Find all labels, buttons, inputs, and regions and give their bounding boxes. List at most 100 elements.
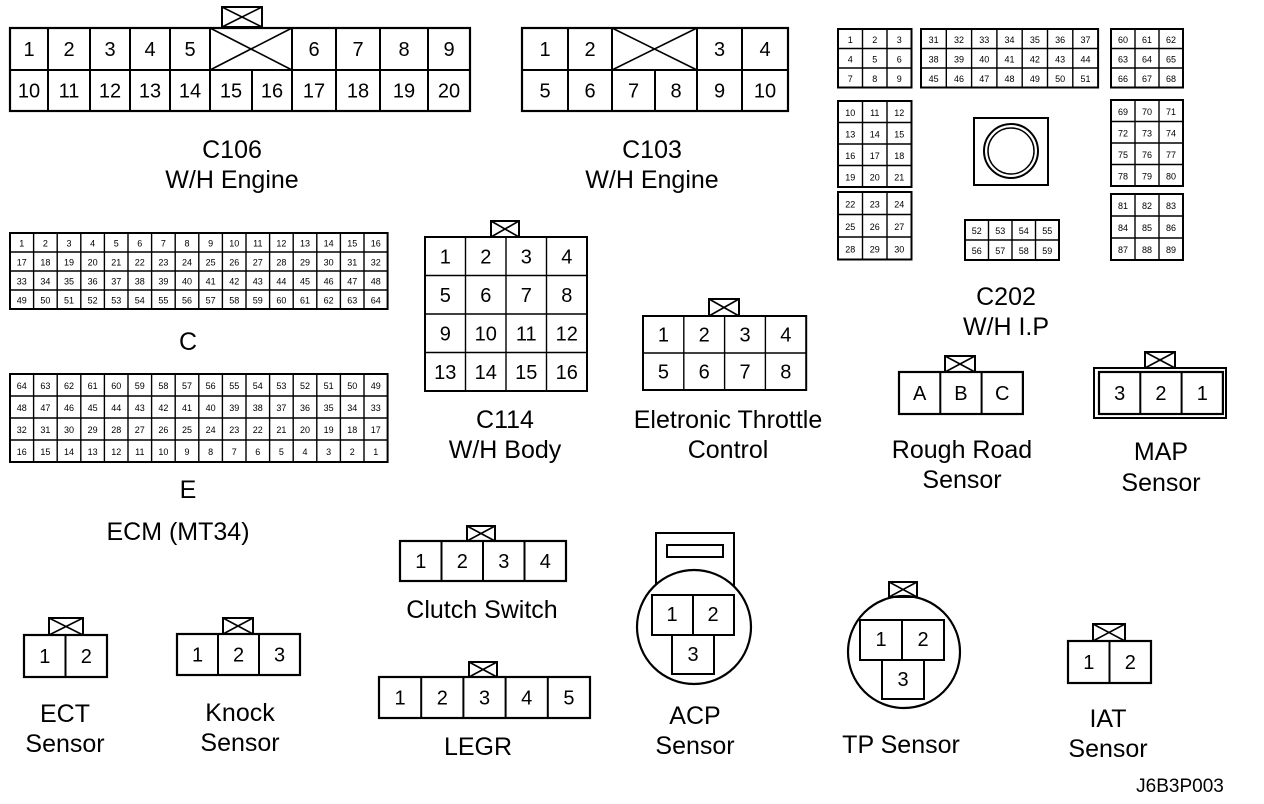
- ecm-c-pin-41: 41: [206, 277, 216, 287]
- c202-block-b-pin-19: 19: [845, 172, 855, 182]
- c202-block-g-pin-76: 76: [1142, 150, 1152, 160]
- c103-pin-7: 7: [628, 81, 639, 103]
- knock-label-line1: Knock: [205, 699, 275, 727]
- ecm-e-pin-31: 31: [40, 425, 50, 435]
- etc-label-line1: Eletronic Throttle: [634, 406, 823, 434]
- c202-block-f-pin-68: 68: [1166, 74, 1176, 84]
- rough-road-pin-C: C: [995, 383, 1009, 405]
- map-body: [1097, 370, 1225, 416]
- c202-block-h-pin-84: 84: [1118, 223, 1128, 233]
- c106-pin-2: 2: [63, 39, 74, 61]
- ecm-e-pin-44: 44: [111, 403, 121, 413]
- ecm-c-pin-16: 16: [371, 239, 381, 249]
- c202-block-b-pin-12: 12: [894, 108, 904, 118]
- ect-label-line2: Sensor: [25, 730, 104, 758]
- c202-block-g-pin-80: 80: [1166, 171, 1176, 181]
- ecm-e-pin-41: 41: [182, 403, 192, 413]
- tp-label: TP Sensor: [842, 731, 960, 759]
- c106-pin-13: 13: [139, 81, 161, 103]
- c114-pin-7: 7: [521, 285, 532, 307]
- c103-pin-6: 6: [584, 81, 595, 103]
- ecm-e-pin-3: 3: [326, 447, 331, 457]
- ecm-c-pin-31: 31: [347, 258, 357, 268]
- clutch-pin-4: 4: [540, 551, 551, 573]
- ecm-e-pin-58: 58: [158, 381, 168, 391]
- c202-block-h-pin-82: 82: [1142, 201, 1152, 211]
- ecm-e-pin-45: 45: [88, 403, 98, 413]
- ecm-e-pin-63: 63: [40, 381, 50, 391]
- ecm-e-name: E: [180, 476, 197, 504]
- ecm-e-pin-56: 56: [206, 381, 216, 391]
- latch-cross: [708, 298, 740, 317]
- knock-pin-3: 3: [274, 645, 285, 667]
- c114-pin-2: 2: [480, 246, 491, 268]
- c202-block-d-pin-41: 41: [1005, 54, 1015, 64]
- ecm-e-pin-52: 52: [300, 381, 310, 391]
- c202-block-b-pin-15: 15: [894, 129, 904, 139]
- c114-pin-14: 14: [475, 362, 497, 384]
- ecm-e-pin-64: 64: [17, 381, 27, 391]
- c106-pin-4: 4: [144, 39, 155, 61]
- c103-name: C103: [622, 136, 682, 164]
- ecm-c-pin-54: 54: [135, 296, 145, 306]
- etc-pin-8: 8: [780, 362, 791, 384]
- c103-blank-cross: [611, 27, 698, 71]
- c202-block-d-body: [920, 28, 1100, 89]
- c103-pin-10: 10: [754, 81, 776, 103]
- c114-pin-13: 13: [434, 362, 456, 384]
- c202-terminal-ring-inner: [987, 127, 1035, 175]
- ecm-c-pin-48: 48: [371, 277, 381, 287]
- c202-block-a-pin-8: 8: [872, 74, 877, 84]
- ecm-c-pin-40: 40: [182, 277, 192, 287]
- knock-pin-1: 1: [192, 645, 203, 667]
- ecm-e-pin-34: 34: [347, 403, 357, 413]
- c202-block-d-pin-36: 36: [1055, 35, 1065, 45]
- c202-block-a-pin-6: 6: [897, 54, 902, 64]
- map-shell: [1093, 367, 1227, 419]
- ecm-c-pin-4: 4: [90, 239, 95, 249]
- ecm-e-pin-29: 29: [88, 425, 98, 435]
- map-label-line2: Sensor: [1121, 469, 1200, 497]
- ecm-c-pin-53: 53: [111, 296, 121, 306]
- c202-block-d-pin-46: 46: [954, 74, 964, 84]
- c106-pin-5: 5: [184, 39, 195, 61]
- c114-pin-5: 5: [440, 285, 451, 307]
- c106-pin-15: 15: [220, 81, 242, 103]
- ecm-e-pin-30: 30: [64, 425, 74, 435]
- c202-block-g-pin-72: 72: [1118, 128, 1128, 138]
- ecm-e-pin-35: 35: [324, 403, 334, 413]
- c202-block-g-pin-73: 73: [1142, 128, 1152, 138]
- acp-pin-1: 1: [666, 604, 677, 626]
- ecm-c-pin-36: 36: [88, 277, 98, 287]
- ecm-c-pin-12: 12: [276, 239, 286, 249]
- rough-road-body: [897, 370, 1025, 416]
- ecm-c-pin-19: 19: [64, 258, 74, 268]
- c106-desc: W/H Engine: [165, 166, 298, 194]
- ecm-c-pin-21: 21: [111, 258, 121, 268]
- c202-block-h-pin-86: 86: [1166, 223, 1176, 233]
- ecm-c-pin-33: 33: [17, 277, 27, 287]
- c202-block-a-pin-7: 7: [848, 74, 853, 84]
- connector-knock-sensor: 1 2 3: [175, 617, 302, 677]
- c106-pin-8: 8: [398, 39, 409, 61]
- latch-cross: [1092, 623, 1126, 642]
- ecm-e-pin-38: 38: [253, 403, 263, 413]
- c114-pin-1: 1: [440, 246, 451, 268]
- c103-desc: W/H Engine: [585, 166, 718, 194]
- c202-block-d-pin-37: 37: [1080, 35, 1090, 45]
- legr-pin-5: 5: [563, 688, 574, 710]
- c202-name: C202: [976, 283, 1036, 311]
- knock-pin-2: 2: [233, 645, 244, 667]
- acp-pin-2: 2: [707, 604, 718, 626]
- c202-block-d-pin-33: 33: [979, 35, 989, 45]
- c202-block-d-pin-34: 34: [1005, 35, 1015, 45]
- c202-block-h-pin-89: 89: [1166, 245, 1176, 255]
- c202-block-c-pin-22: 22: [845, 199, 855, 209]
- ecm-e-pin-21: 21: [276, 425, 286, 435]
- c114-pin-6: 6: [480, 285, 491, 307]
- etc-pin-3: 3: [739, 325, 750, 347]
- ecm-c-pin-9: 9: [208, 239, 213, 249]
